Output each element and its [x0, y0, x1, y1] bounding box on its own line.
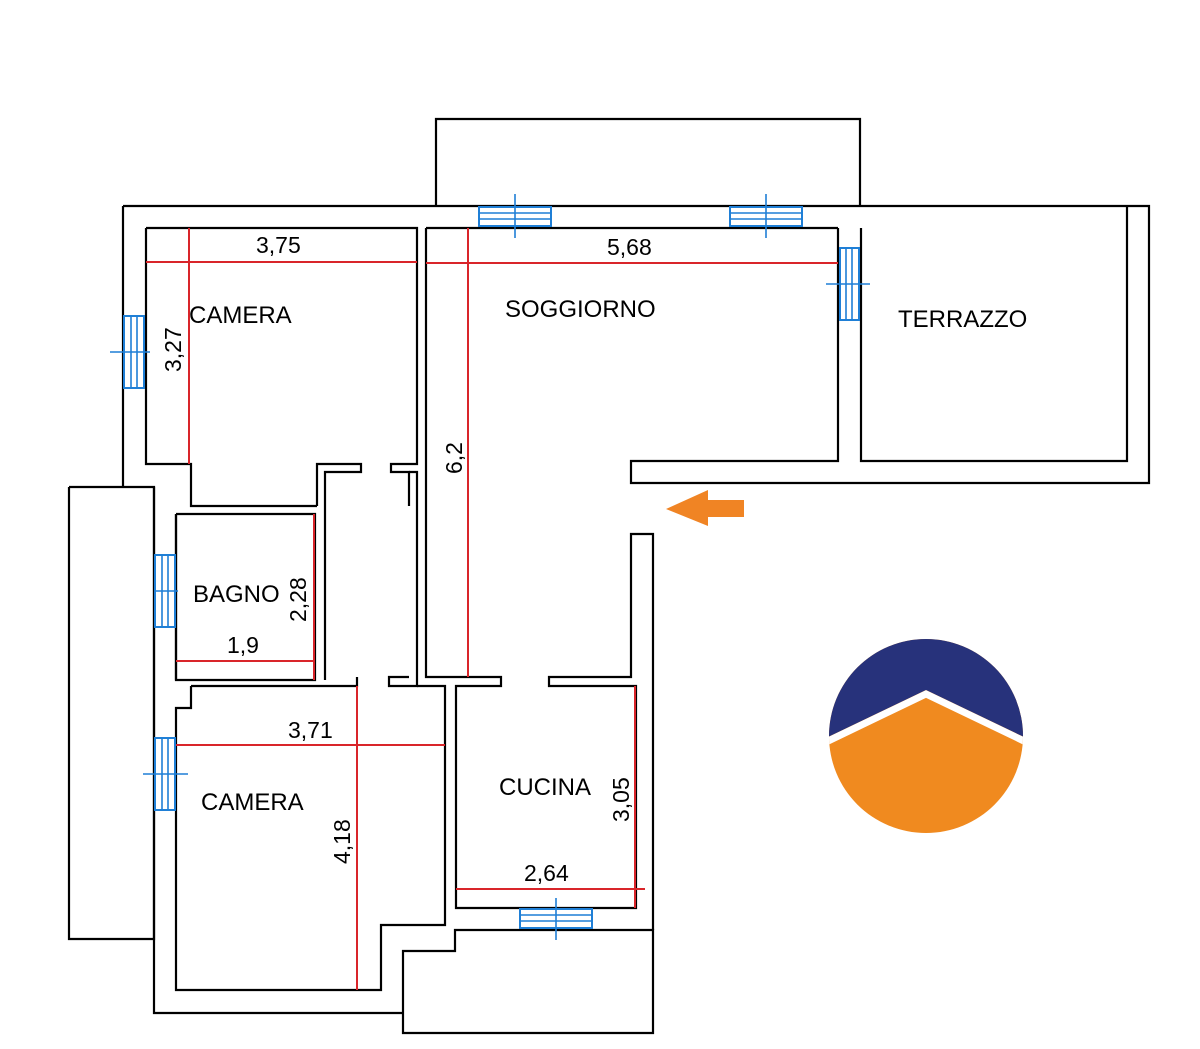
- walls: [67, 117, 1151, 1035]
- window-camera-top: [110, 315, 150, 389]
- dim-label-cucina-width: 2,64: [524, 860, 569, 886]
- room-label-camera-top: CAMERA: [189, 302, 292, 329]
- dim-label-camera-bottom-depth: 4,18: [329, 819, 355, 864]
- room-label-cucina: CUCINA: [499, 774, 591, 801]
- dimension-labels: 3,75 3,27 5,68 6,2 2,28 1,9 3,71 4,18 3,…: [160, 232, 652, 886]
- agency-logo: [829, 639, 1023, 833]
- dim-label-camera-bottom-width: 3,71: [288, 717, 333, 743]
- room-label-camera-bottom: CAMERA: [201, 789, 304, 816]
- dim-label-soggiorno-width: 5,68: [607, 234, 652, 260]
- dim-label-bagno-width: 1,9: [227, 632, 259, 658]
- window-soggiorno-3: [826, 247, 870, 321]
- dimension-lines: [146, 228, 838, 990]
- dim-label-camera-top-depth: 3,27: [160, 327, 186, 372]
- dim-label-camera-top-width: 3,75: [256, 232, 301, 258]
- room-labels: CAMERA SOGGIORNO TERRAZZO BAGNO CAMERA C…: [189, 296, 1027, 816]
- window-cucina: [519, 898, 593, 940]
- room-label-soggiorno: SOGGIORNO: [505, 296, 656, 323]
- dim-label-bagno-depth: 2,28: [285, 577, 311, 622]
- window-soggiorno-1: [478, 194, 552, 238]
- window-bagno: [154, 554, 178, 628]
- windows: [110, 194, 870, 940]
- dim-label-soggiorno-depth: 6,2: [441, 442, 467, 474]
- window-camera-bottom: [143, 737, 188, 811]
- room-label-terrazzo: TERRAZZO: [898, 306, 1027, 333]
- arrow-left-icon: [666, 490, 744, 526]
- room-label-bagno: BAGNO: [193, 581, 280, 608]
- window-soggiorno-2: [729, 194, 803, 238]
- dim-label-cucina-depth: 3,05: [608, 777, 634, 822]
